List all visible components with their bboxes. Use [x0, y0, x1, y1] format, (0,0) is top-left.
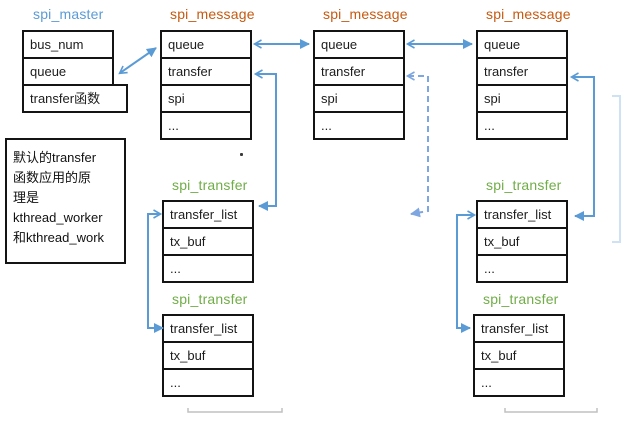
arrow-message2-transfer-dashed: [405, 71, 429, 218]
spi-master-box: bus_num queue transfer函数: [22, 30, 128, 113]
field-queue: queue: [160, 30, 252, 59]
field-bus-num: bus_num: [22, 30, 114, 59]
stray-dot: [240, 153, 243, 156]
spi-master-title: spi_master: [33, 6, 104, 22]
note-box: 默认的transfer 函数应用的原 理是 kthread_worker 和kt…: [5, 138, 126, 264]
arrow-message1-transfer-to-transfer1: [253, 69, 277, 211]
arrow-transfer1-to-transfer3: [147, 209, 164, 333]
field-tx-buf: tx_buf: [473, 341, 565, 370]
field-transfer: transfer: [160, 57, 252, 86]
field-spi: spi: [160, 84, 252, 113]
arrow-transfer2-to-transfer4: [456, 210, 477, 333]
field-ellipsis: ...: [162, 368, 254, 397]
spi-message-2-box: queue transfer spi ...: [313, 30, 405, 140]
spi-transfer-2-title: spi_transfer: [486, 177, 562, 193]
spi-message-3-title: spi_message: [486, 6, 571, 22]
spi-transfer-3-box: transfer_list tx_buf ...: [162, 314, 254, 397]
field-ellipsis: ...: [162, 254, 254, 283]
field-transfer: transfer: [476, 57, 568, 86]
spi-transfer-1-box: transfer_list tx_buf ...: [162, 200, 254, 283]
field-transfer-list: transfer_list: [473, 314, 565, 343]
field-ellipsis: ...: [476, 111, 568, 140]
faint-bracket-line: [612, 95, 621, 243]
field-queue: queue: [22, 57, 114, 86]
field-transfer-func: transfer函数: [22, 84, 128, 113]
spi-message-2-title: spi_message: [323, 6, 408, 22]
field-queue: queue: [313, 30, 405, 59]
gray-underline-left: [187, 408, 283, 413]
spi-transfer-1-title: spi_transfer: [172, 177, 248, 193]
field-spi: spi: [313, 84, 405, 113]
field-transfer-list: transfer_list: [162, 314, 254, 343]
field-ellipsis: ...: [160, 111, 252, 140]
field-ellipsis: ...: [473, 368, 565, 397]
field-ellipsis: ...: [313, 111, 405, 140]
spi-transfer-4-box: transfer_list tx_buf ...: [473, 314, 565, 397]
field-transfer-list: transfer_list: [162, 200, 254, 229]
field-spi: spi: [476, 84, 568, 113]
spi-message-1-box: queue transfer spi ...: [160, 30, 252, 140]
field-queue: queue: [476, 30, 568, 59]
field-transfer: transfer: [313, 57, 405, 86]
spi-message-1-title: spi_message: [170, 6, 255, 22]
gray-underline-right: [504, 408, 598, 413]
spi-transfer-4-title: spi_transfer: [483, 291, 559, 307]
spi-transfer-3-title: spi_transfer: [172, 291, 248, 307]
field-tx-buf: tx_buf: [162, 227, 254, 256]
field-tx-buf: tx_buf: [476, 227, 568, 256]
arrow-message3-transfer-to-transfer2: [569, 72, 595, 221]
field-tx-buf: tx_buf: [162, 341, 254, 370]
spi-message-3-box: queue transfer spi ...: [476, 30, 568, 140]
field-transfer-list: transfer_list: [476, 200, 568, 229]
field-ellipsis: ...: [476, 254, 568, 283]
spi-transfer-2-box: transfer_list tx_buf ...: [476, 200, 568, 283]
